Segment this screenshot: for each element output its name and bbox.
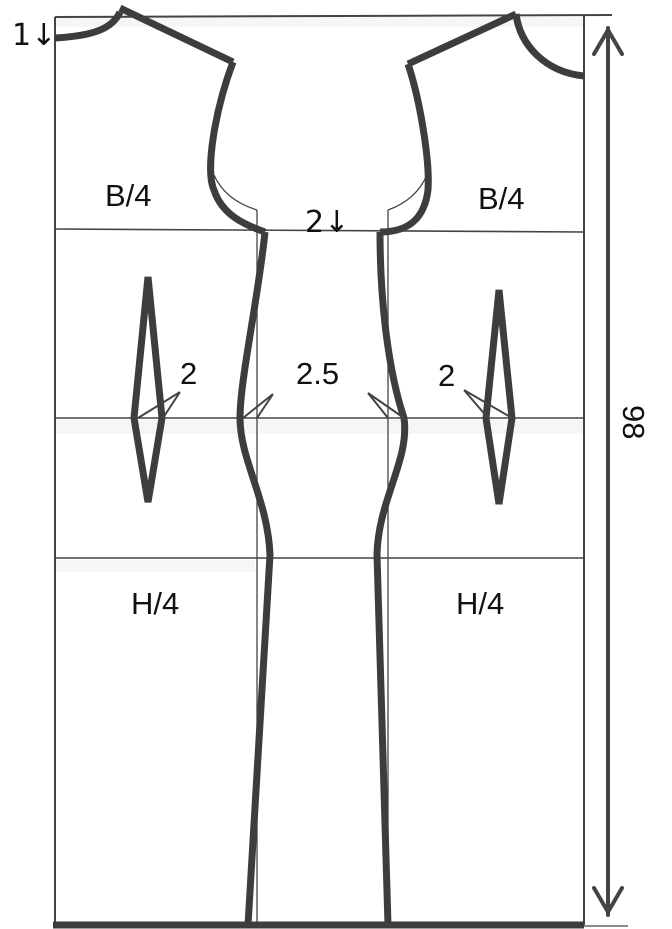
right-armhole bbox=[379, 62, 432, 236]
right-side-seam bbox=[373, 231, 409, 926]
neck-drop-label: 1↓ bbox=[12, 18, 56, 53]
left-seam-pointer bbox=[242, 393, 274, 419]
left-armhole-original bbox=[213, 174, 258, 211]
left-waist-dart bbox=[130, 276, 166, 503]
right-seam-pointer bbox=[367, 392, 405, 419]
bust-label-left: B/4 bbox=[105, 178, 152, 213]
right-shoulder-seam bbox=[406, 10, 518, 68]
left-neckline bbox=[54, 10, 124, 42]
left-shoulder-seam bbox=[118, 4, 235, 66]
left-armhole bbox=[207, 60, 267, 236]
armhole-drop-label: 2↓ bbox=[305, 205, 349, 240]
top-shade bbox=[55, 17, 585, 27]
total-length-label: 98 bbox=[616, 405, 651, 439]
bust-label-right: B/4 bbox=[478, 181, 525, 216]
right-waist-dart bbox=[482, 289, 516, 505]
left-side-seam bbox=[236, 231, 274, 926]
right-dart-pointer bbox=[463, 389, 513, 419]
left-dart-pointer bbox=[137, 391, 181, 419]
right-neckline bbox=[512, 13, 585, 80]
arrow-down-icon bbox=[592, 886, 624, 914]
hip-label-left: H/4 bbox=[131, 586, 179, 621]
dart-intake-left-label: 2 bbox=[180, 356, 197, 391]
hip-label-right: H/4 bbox=[456, 586, 504, 621]
side-seam-intake-label: 2.5 bbox=[296, 356, 339, 391]
hip-shade bbox=[55, 560, 255, 572]
waist-shade bbox=[55, 420, 585, 434]
arrow-up-icon bbox=[592, 28, 624, 56]
dart-intake-right-label: 2 bbox=[438, 358, 455, 393]
bust-line bbox=[54, 228, 585, 233]
